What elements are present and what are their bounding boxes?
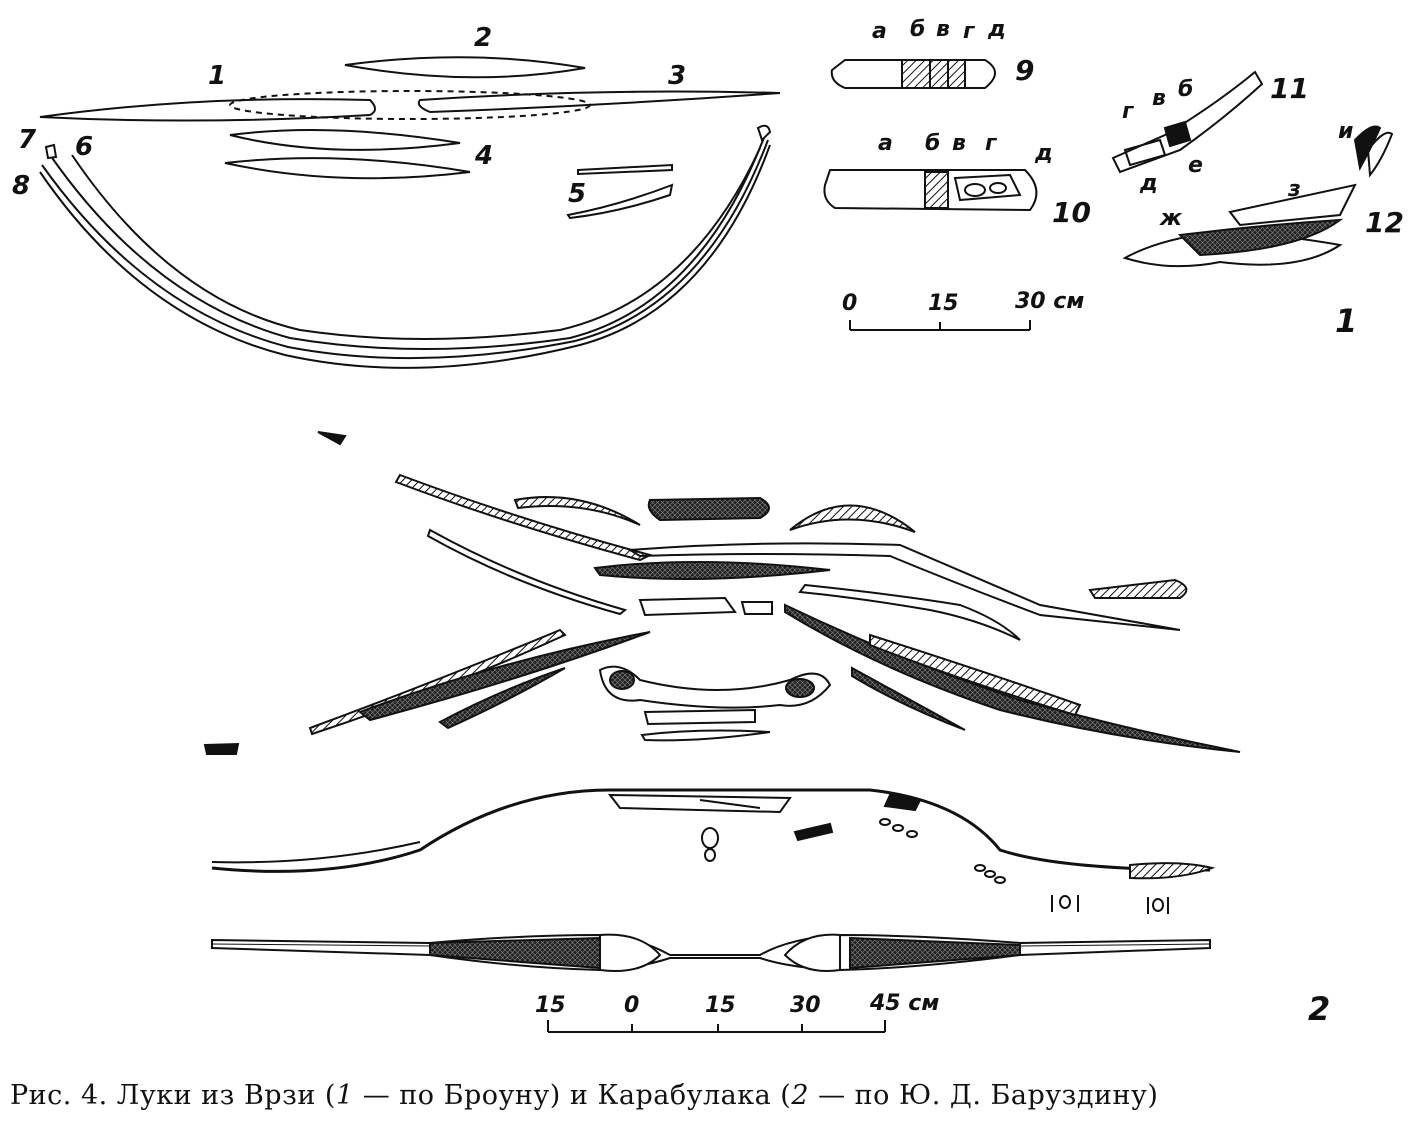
panel-1-labels: 1 2 3 4 5 6 7 8 9 10 11 12 а б в г д а б… [12, 17, 1404, 340]
letter-11-g: г [1122, 99, 1135, 124]
label-7: 7 [18, 125, 37, 155]
bow-fragment-1 [39, 98, 376, 122]
label-1: 1 [208, 61, 226, 91]
piece-11 [1111, 70, 1264, 174]
scale-bar-1 [849, 320, 1031, 331]
letter-10-d: д [1034, 141, 1053, 166]
label-9: 9 [1015, 54, 1034, 87]
letter-10-v: в [952, 131, 966, 156]
bow-fragment-3 [417, 90, 781, 114]
label-8: 8 [12, 171, 30, 201]
bow-limb-6 [71, 147, 761, 340]
label-6: 6 [75, 132, 93, 162]
letter-9-b: б [910, 17, 925, 42]
caption-prefix: Рис. 4. Луки из Врзи ( [10, 1080, 336, 1111]
letter-11-b: б [1178, 77, 1193, 102]
scale2-tick-45: 45 см [869, 991, 939, 1016]
panel-number-1: 1 [1335, 302, 1357, 340]
bow-limb-7 [47, 134, 766, 350]
caption-num-1: 1 [335, 1080, 354, 1111]
letter-10-a: а [878, 131, 893, 156]
label-11: 11 [1270, 72, 1309, 105]
letter-9-a: а [872, 19, 887, 44]
bow-fragment-2 [344, 56, 586, 79]
figure-caption: Рис. 4. Луки из Врзи (1 — по Броуну) и К… [10, 1080, 1410, 1111]
scale2-tick-0: 0 [624, 993, 639, 1018]
letter-11-v: в [1152, 86, 1166, 111]
letter-12-i: и [1338, 119, 1353, 144]
letter-10-g: г [985, 131, 998, 156]
letter-11-e: е [1188, 153, 1203, 178]
letter-9-v: в [936, 17, 950, 42]
scale1-tick-15: 15 [928, 291, 959, 316]
piece-10 [823, 169, 1038, 212]
scale2-tick-15-neg: 15 [535, 993, 566, 1018]
letter-9-g: г [963, 19, 976, 44]
label-2: 2 [474, 23, 492, 53]
bow-limb-8 [39, 144, 771, 369]
bow-fragment-4b [224, 157, 471, 180]
piece-9 [830, 59, 996, 89]
label-4: 4 [474, 141, 493, 171]
fragment-top-left [394, 473, 653, 562]
letter-12-z: з [1287, 177, 1301, 202]
scale-bar-2 [547, 1020, 886, 1033]
panel-number-2: 2 [1308, 990, 1330, 1028]
scale1-tick-30: 30 см [1015, 289, 1084, 314]
label-3: 3 [668, 61, 686, 91]
letter-12-zh: ж [1159, 206, 1183, 231]
label-5: 5 [568, 179, 586, 209]
caption-mid-1: — по Броуну) и Карабулака ( [353, 1080, 792, 1111]
scale2-tick-15: 15 [705, 993, 736, 1018]
bow-plan [211, 933, 1211, 972]
bow-fragment-4a [229, 129, 461, 151]
panel-2 [203, 431, 1241, 1033]
letter-9-d: д [987, 17, 1006, 42]
caption-num-2: 2 [791, 1080, 810, 1111]
caption-mid-2: — по Ю. Д. Баруздину) [809, 1080, 1159, 1111]
panel-2-labels: 15 0 15 30 45 см 2 [535, 990, 1330, 1028]
bow-profile [211, 788, 1211, 873]
label-10: 10 [1052, 196, 1091, 229]
letter-10-b: б [925, 131, 940, 156]
label-12: 12 [1365, 206, 1404, 239]
scale1-tick-0: 0 [842, 291, 857, 316]
bow-fragment-5b [566, 183, 674, 220]
letter-11-d: д [1139, 171, 1158, 196]
panel-1 [39, 56, 1394, 369]
bow-fragment-5a [577, 163, 673, 176]
scale2-tick-30: 30 [790, 993, 821, 1018]
